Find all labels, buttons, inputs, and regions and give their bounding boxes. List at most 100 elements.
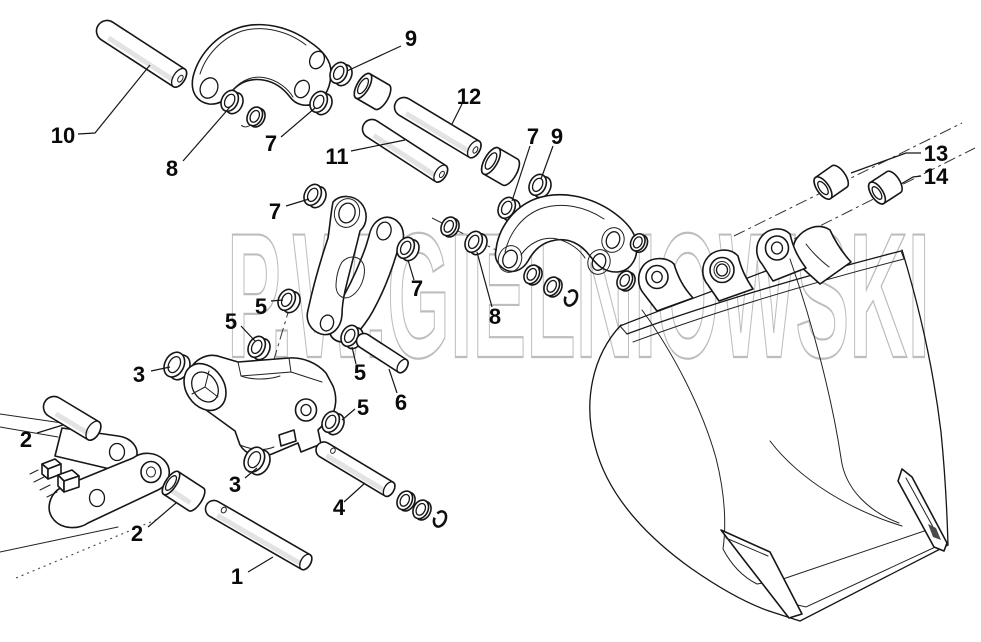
snap-ring <box>563 289 579 307</box>
spacer-bushing <box>353 72 392 111</box>
leader-line-part-2 <box>147 502 177 528</box>
pin-10 <box>95 19 188 88</box>
idler-link <box>306 195 405 343</box>
leader-line-part-11 <box>350 139 406 152</box>
bushing-8 <box>464 230 488 256</box>
bushing-9 <box>528 173 552 199</box>
bushing-7 <box>303 183 327 209</box>
part-label-14: 14 <box>924 164 949 189</box>
washer <box>440 216 460 238</box>
arm-side-plate <box>48 452 171 529</box>
bushing-13 <box>813 164 850 200</box>
leader-line-part-13 <box>850 152 921 174</box>
part-label-7: 7 <box>269 199 281 224</box>
link-hole <box>308 50 326 70</box>
bucket <box>589 225 949 622</box>
part-label-5: 5 <box>255 294 267 319</box>
spacer-bushing <box>480 146 521 187</box>
bushing-8 <box>220 89 244 115</box>
pin-12 <box>393 96 482 159</box>
washer <box>616 270 636 292</box>
part-label-8: 8 <box>489 304 501 329</box>
part-label-2: 2 <box>131 521 143 546</box>
pin-2 <box>42 395 102 441</box>
bucket-right-profile <box>901 249 949 546</box>
pin-1 <box>204 499 313 571</box>
part-label-5: 5 <box>354 360 366 385</box>
right-tipping-link <box>494 193 638 275</box>
washer <box>543 276 563 298</box>
pin-4 <box>315 441 396 498</box>
leader-line-part-1 <box>247 556 274 573</box>
part-label-6: 6 <box>395 390 407 415</box>
part-label-7: 7 <box>265 131 277 156</box>
arm-centerline <box>15 518 159 579</box>
leader-line-part-3 <box>150 366 171 372</box>
part-label-4: 4 <box>333 495 346 520</box>
bucket-inner-right <box>789 258 900 524</box>
bushing-7 <box>396 236 420 262</box>
bushing-7 <box>309 90 333 116</box>
bushing-9 <box>329 61 353 87</box>
part-label-2: 2 <box>20 427 32 452</box>
leader-line-part-10 <box>77 64 151 135</box>
bushing-5 <box>277 288 301 314</box>
leader-line-part-5 <box>351 346 357 365</box>
part-label-7: 7 <box>527 124 539 149</box>
bushing-2 <box>161 470 206 512</box>
leader-line-part-5 <box>341 408 356 421</box>
arm-boss <box>140 460 162 484</box>
bucket-inner-left <box>641 309 758 585</box>
link-eye-hole <box>199 77 219 99</box>
leader-line-part-9 <box>346 45 402 72</box>
leader-line-part-9 <box>540 145 554 180</box>
bucket-pin-centerline-upper <box>733 122 963 237</box>
link-centerline <box>271 305 291 367</box>
leader-line-part-5 <box>240 325 256 342</box>
idler-link-front-plate <box>306 195 367 336</box>
part-label-5: 5 <box>225 309 237 334</box>
leader-line-part-3 <box>244 467 258 479</box>
pin-6 <box>355 332 409 374</box>
pin-11 <box>361 118 449 183</box>
part-label-7: 7 <box>411 276 423 301</box>
link-hole <box>293 79 311 99</box>
part-label-11: 11 <box>325 144 348 169</box>
arm-end <box>0 413 171 579</box>
link-eye-hole <box>502 249 518 269</box>
leader-line-part-7 <box>407 259 415 281</box>
leader-line-part-6 <box>388 368 398 394</box>
leader-line-part-8 <box>182 106 231 162</box>
leader-line-part-4 <box>343 482 366 503</box>
part-label-1: 1 <box>231 564 243 589</box>
leader-line-part-5 <box>270 299 284 302</box>
part-label-9: 9 <box>551 124 563 149</box>
leader-line-part-2 <box>36 424 64 434</box>
snap-ring <box>432 510 448 528</box>
washer <box>396 490 416 512</box>
leader-line-part-12 <box>451 103 463 125</box>
link-hole <box>605 231 621 249</box>
leader-line-part-7 <box>285 198 310 207</box>
leader-line-part-14 <box>900 175 922 185</box>
part-label-8: 8 <box>166 156 178 181</box>
clevis-lug <box>294 398 318 422</box>
part-label-12: 12 <box>457 84 481 109</box>
washer <box>629 232 649 254</box>
leader-line-part-8 <box>476 251 493 308</box>
bucket-lip-outer <box>768 544 949 622</box>
clevis-bracket <box>183 354 337 457</box>
bushing-5 <box>321 410 345 436</box>
part-label-10: 10 <box>51 123 75 148</box>
washer <box>412 499 432 521</box>
bushing-5 <box>247 335 271 361</box>
part-label-3: 3 <box>133 362 145 387</box>
clevis-jaw-notch <box>278 429 297 447</box>
part-label-13: 13 <box>924 141 948 166</box>
washer <box>523 264 543 286</box>
left-tipping-link <box>191 23 332 106</box>
part-label-5: 5 <box>357 395 369 420</box>
